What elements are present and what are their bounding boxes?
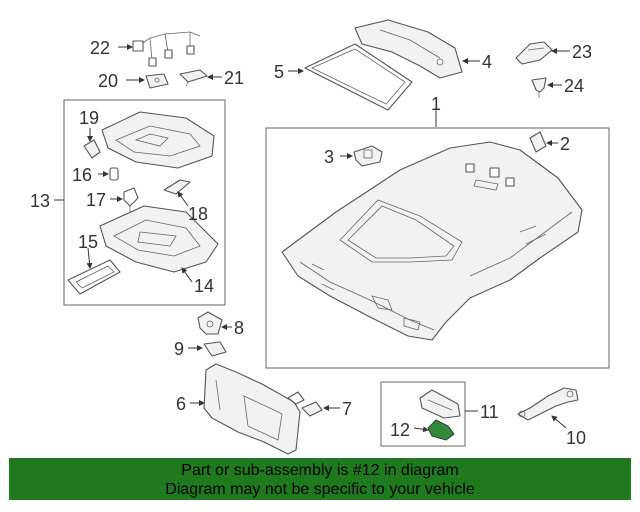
part-16-bulb[interactable]: [109, 167, 119, 181]
part-4-headliner-panel[interactable]: [354, 19, 463, 79]
callout-6[interactable]: 6: [176, 394, 186, 414]
callout-8[interactable]: 8: [234, 318, 244, 338]
part-10-grab-handle[interactable]: [517, 387, 579, 421]
part-1-headliner[interactable]: [281, 141, 583, 341]
callout-18[interactable]: 18: [188, 204, 208, 224]
part-19-bracket[interactable]: [83, 139, 101, 159]
leader-lines: [54, 44, 570, 433]
part-24-clip[interactable]: [531, 77, 547, 98]
callout-17[interactable]: 17: [86, 190, 106, 210]
part-upper-console-housing[interactable]: [101, 111, 215, 169]
callout-1[interactable]: 1: [431, 94, 441, 114]
callout-23[interactable]: 23: [572, 42, 592, 62]
part-12-lens[interactable]: [427, 419, 455, 441]
part-22-wiring-harness[interactable]: [132, 31, 201, 67]
part-23-handle-mount[interactable]: [515, 41, 553, 65]
callout-11[interactable]: 11: [480, 402, 499, 422]
part-3-bracket[interactable]: [353, 145, 383, 167]
part-8-visor-bracket[interactable]: [197, 311, 223, 335]
part-21-lamp-socket[interactable]: [179, 69, 208, 87]
part-2-clip[interactable]: [529, 131, 547, 153]
callout-3[interactable]: 3: [324, 147, 334, 167]
part-7-visor-clip[interactable]: [301, 401, 323, 417]
group-box-11: [380, 381, 466, 447]
part-14-lower-console-housing[interactable]: [99, 205, 219, 273]
callout-14[interactable]: 14: [194, 276, 214, 296]
callout-12[interactable]: 12: [390, 420, 410, 440]
callout-7[interactable]: 7: [342, 399, 352, 419]
callout-2[interactable]: 2: [560, 134, 570, 154]
callout-15[interactable]: 15: [78, 232, 98, 252]
part-6-sun-visor[interactable]: [203, 363, 305, 455]
callout-4[interactable]: 4: [482, 52, 492, 72]
callout-13[interactable]: 13: [30, 191, 50, 211]
part-18-lens[interactable]: [163, 179, 191, 195]
callout-9[interactable]: 9: [174, 339, 184, 359]
callout-22[interactable]: 22: [90, 38, 110, 58]
part-9-visor-cover[interactable]: [203, 341, 227, 357]
part-11-lamp-housing[interactable]: [419, 389, 461, 419]
banner-line-1: Part or sub-assembly is #12 in diagram: [181, 462, 459, 479]
group-box-console-13: [63, 99, 226, 306]
part-5-sunroof-seal[interactable]: [304, 43, 413, 111]
part-20-bulb-holder[interactable]: [145, 73, 169, 89]
banner-line-2: Diagram may not be specific to your vehi…: [165, 481, 475, 498]
callout-20[interactable]: 20: [98, 71, 118, 91]
info-banner: Part or sub-assembly is #12 in diagram D…: [9, 458, 631, 500]
callout-5[interactable]: 5: [274, 62, 284, 82]
group-box-headliner: [265, 127, 610, 369]
callout-24[interactable]: 24: [564, 76, 584, 96]
callout-16[interactable]: 16: [72, 165, 92, 185]
part-15-lens-cover[interactable]: [67, 259, 121, 295]
callout-10[interactable]: 10: [566, 428, 586, 448]
callout-21[interactable]: 21: [224, 68, 244, 88]
callout-19[interactable]: 19: [79, 108, 99, 128]
